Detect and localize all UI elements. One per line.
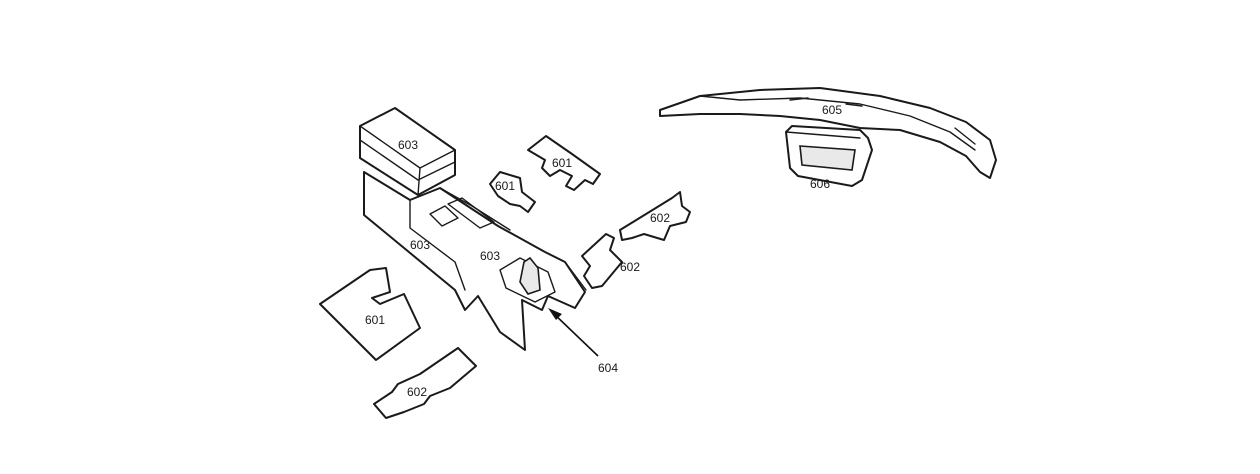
pad-lower-left-part	[373, 347, 477, 419]
mat-upper-right-part	[527, 135, 601, 191]
label-602-mid: 602	[620, 260, 640, 274]
label-603-side: 603	[410, 238, 430, 252]
pad-upper-right-part	[619, 191, 691, 241]
arrow-head-icon	[548, 308, 562, 320]
label-605: 605	[822, 103, 842, 117]
label-603-tunnel: 603	[480, 249, 500, 263]
label-606: 606	[810, 177, 830, 191]
mat-center-part	[489, 171, 536, 213]
label-604: 604	[598, 361, 618, 375]
pad-mid-right-part	[581, 233, 623, 289]
label-602-lower: 602	[407, 385, 427, 399]
label-601-upper: 601	[552, 156, 572, 170]
label-603-lid: 603	[398, 138, 418, 152]
label-601-front: 601	[365, 313, 385, 327]
label-602-upper: 602	[650, 211, 670, 225]
console-tunnel-part	[363, 171, 587, 351]
label-601-center: 601	[495, 179, 515, 193]
radio-panel-part	[785, 125, 873, 187]
mat-front-left-part	[319, 267, 421, 361]
dash-pad-part	[659, 87, 997, 179]
console-lid-part	[359, 107, 456, 196]
callout-604-leader	[548, 308, 599, 357]
